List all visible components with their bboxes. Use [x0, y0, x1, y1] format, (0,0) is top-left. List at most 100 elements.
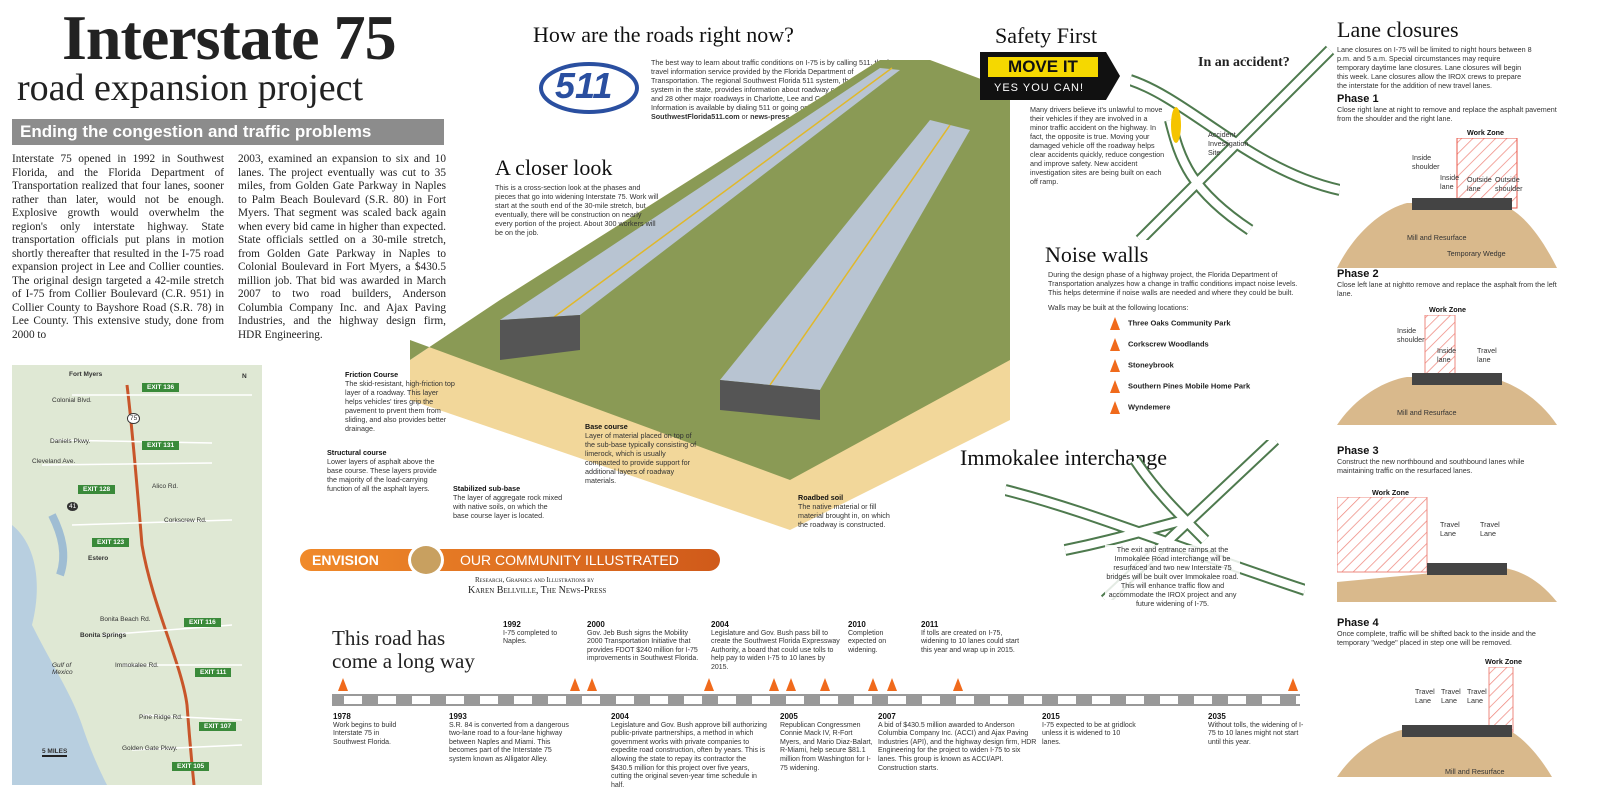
exit-badge: EXIT 105: [172, 762, 210, 771]
callout-text: Lower layers of asphalt above the base c…: [327, 457, 437, 493]
exit-badge: EXIT 123: [92, 538, 130, 547]
traffic-cone-icon: [953, 678, 963, 691]
map-label: Immokalee Rd.: [115, 662, 159, 669]
lane-label: Travel Lane: [1440, 520, 1460, 538]
511-website-link[interactable]: SouthwestFlorida511.com: [651, 112, 740, 121]
lane-label: Travel Lane: [1480, 520, 1500, 538]
lane-label: Inside shoulder: [1412, 153, 1440, 171]
cone-icon: [1110, 359, 1120, 372]
map-label: Daniels Pkwy.: [50, 438, 91, 445]
phase-title: Phase 1: [1337, 93, 1379, 105]
cone-icon: [1110, 401, 1120, 414]
511-logo-text: 511: [555, 65, 613, 106]
exit-badge: EXIT 116: [184, 618, 221, 627]
map-label: Bonita Springs: [80, 632, 127, 639]
exit-badge: EXIT 128: [78, 485, 116, 494]
work-zone-label: Work Zone: [1485, 657, 1523, 666]
noise-location: Southern Pines Mobile Home Park: [1110, 380, 1250, 393]
article-col-1: Interstate 75 opened in 1992 in Southwes…: [12, 153, 224, 341]
traffic-cone-icon: [704, 678, 714, 691]
project-map: Fort Myers Colonial Blvd. Daniels Pkwy. …: [12, 365, 262, 785]
closer-look-title: A closer look: [495, 155, 613, 180]
exit-badge: EXIT 111: [195, 668, 232, 677]
yes-you-can-label: YES YOU CAN!: [994, 82, 1085, 94]
lane-label: Outside lane: [1467, 175, 1492, 193]
cone-icon: [1110, 380, 1120, 393]
phase-3: Phase 3 Construct the new northbound and…: [1336, 445, 1557, 602]
noise-intro: Walls may be built at the following loca…: [1048, 303, 1189, 312]
callout-text: The layer of aggregate rock mixed with n…: [453, 493, 563, 520]
mill-resurface-label: Mill and Resurface: [1445, 767, 1505, 776]
us-route-shield-icon: 41: [67, 502, 79, 511]
noise-location: Corkscrew Woodlands: [1110, 338, 1250, 351]
work-zone-label: Work Zone: [1372, 488, 1410, 497]
work-zone-label: Work Zone: [1429, 305, 1467, 314]
move-it-sign: MOVE IT YES YOU CAN!: [980, 52, 1120, 100]
phase-text: Once complete, traffic will be shifted b…: [1337, 629, 1536, 647]
envision-tagline: OUR COMMUNITY ILLUSTRATED: [460, 552, 679, 568]
interstate-shield-icon: 75: [127, 413, 141, 424]
phase-2: Phase 2 Close left lane at nightto remov…: [1337, 268, 1557, 425]
lane-label: Inside shoulder: [1397, 326, 1425, 344]
phase-diagram: [1336, 496, 1557, 602]
credit-line: Research, Graphics and Illustrations by: [475, 576, 595, 584]
immokalee-text: The exit and entrance ramps at the Immok…: [1105, 545, 1240, 608]
callout-title: Friction Course: [345, 370, 399, 379]
traffic-cone-icon: [338, 678, 348, 691]
traffic-cone-icon: [868, 678, 878, 691]
callout-title: Structural course: [327, 448, 387, 457]
lane-label: Inside lane: [1440, 173, 1460, 191]
511-logo: 511: [537, 55, 642, 117]
traffic-cone-icon: [587, 678, 597, 691]
map-label: Golden Gate Pkwy.: [122, 745, 178, 752]
roads-now-text: The best way to learn about traffic cond…: [651, 58, 899, 112]
map-label: Alico Rd.: [152, 483, 179, 490]
accident-heading: In an accident?: [1198, 55, 1290, 70]
envision-label: ENVISION: [312, 552, 379, 568]
immokalee-diagram: [1003, 435, 1307, 605]
lane-label: Travel Lane: [1441, 687, 1461, 705]
temporary-wedge-label: Temporary Wedge: [1447, 249, 1506, 258]
traffic-cone-icon: [820, 678, 830, 691]
work-zone-label: Work Zone: [1467, 128, 1505, 137]
map-scale: 5 MILES: [42, 748, 68, 757]
phase-4: Phase 4 Once complete, traffic will be s…: [1337, 617, 1557, 777]
phase-diagram: [1337, 314, 1557, 425]
phase-1: Phase 1 Close right lane at night to rem…: [1337, 93, 1557, 268]
callout-text: The native material or fill material bro…: [798, 502, 890, 529]
callout-text: Layer of material placed on top of the s…: [585, 431, 697, 485]
page-subtitle: road expansion project: [17, 67, 364, 109]
phase-diagram: [1337, 137, 1557, 268]
phase-title: Phase 3: [1337, 445, 1379, 457]
timeline-road: [332, 694, 1300, 706]
cone-icon: [1110, 317, 1120, 330]
map-label: Colonial Blvd.: [52, 397, 92, 404]
callout-title: Roadbed soil: [798, 493, 844, 502]
traffic-cone-icon: [570, 678, 580, 691]
lane-closures-title: Lane closures: [1337, 17, 1459, 42]
noise-location: Stoneybrook: [1110, 359, 1250, 372]
phase-text: Close left lane at nightto remove and re…: [1337, 280, 1557, 298]
map-label: Bonita Beach Rd.: [100, 616, 151, 623]
exit-badge: EXIT 107: [199, 722, 237, 731]
news-press-link[interactable]: news-press.com: [750, 112, 807, 121]
interchange-diagram: [1128, 40, 1342, 245]
envision-banner: ENVISION OUR COMMUNITY ILLUSTRATED: [300, 543, 720, 577]
closer-look-text: This is a cross-section look at the phas…: [495, 183, 659, 237]
map-label: Gulf of Mexico: [52, 662, 73, 676]
lane-label: Outside shoulder: [1495, 175, 1523, 193]
lane-label: Travel Lane: [1415, 687, 1435, 705]
map-label: Estero: [88, 555, 109, 562]
road-illustration: [410, 60, 1010, 530]
safety-title: Safety First: [995, 23, 1098, 48]
traffic-cone-icon: [786, 678, 796, 691]
exit-badge: EXIT 131: [142, 441, 180, 450]
